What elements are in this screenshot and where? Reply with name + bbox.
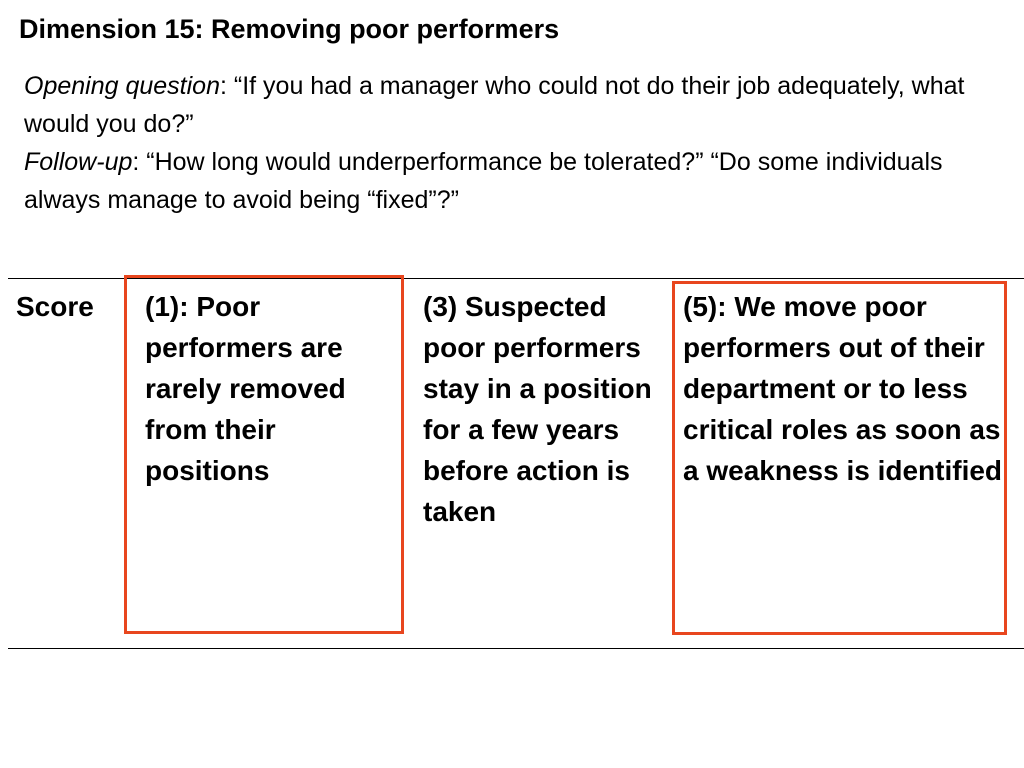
table-bottom-rule	[8, 648, 1024, 649]
interview-questions: Opening question: “If you had a manager …	[24, 67, 984, 219]
opening-question-label: Opening question	[24, 72, 220, 100]
table-top-rule	[8, 278, 1024, 279]
highlight-box-level-1	[124, 275, 404, 634]
followup-question-label: Follow-up	[24, 148, 133, 176]
score-level-3: (3) Suspected poor performers stay in a …	[423, 291, 652, 527]
followup-question-text: : “How long would underperformance be to…	[24, 148, 943, 214]
highlight-box-level-5	[672, 281, 1007, 635]
opening-question: Opening question: “If you had a manager …	[24, 67, 984, 143]
score-row-label: Score	[16, 291, 94, 322]
score-level-1: (1): Poor performers are rarely removed …	[145, 291, 346, 486]
page-title: Dimension 15: Removing poor performers	[19, 14, 560, 44]
followup-question: Follow-up: “How long would underperforma…	[24, 143, 984, 219]
score-level-5: (5): We move poor performers out of thei…	[683, 291, 1003, 486]
opening-question-text: : “If you had a manager who could not do…	[24, 72, 965, 138]
